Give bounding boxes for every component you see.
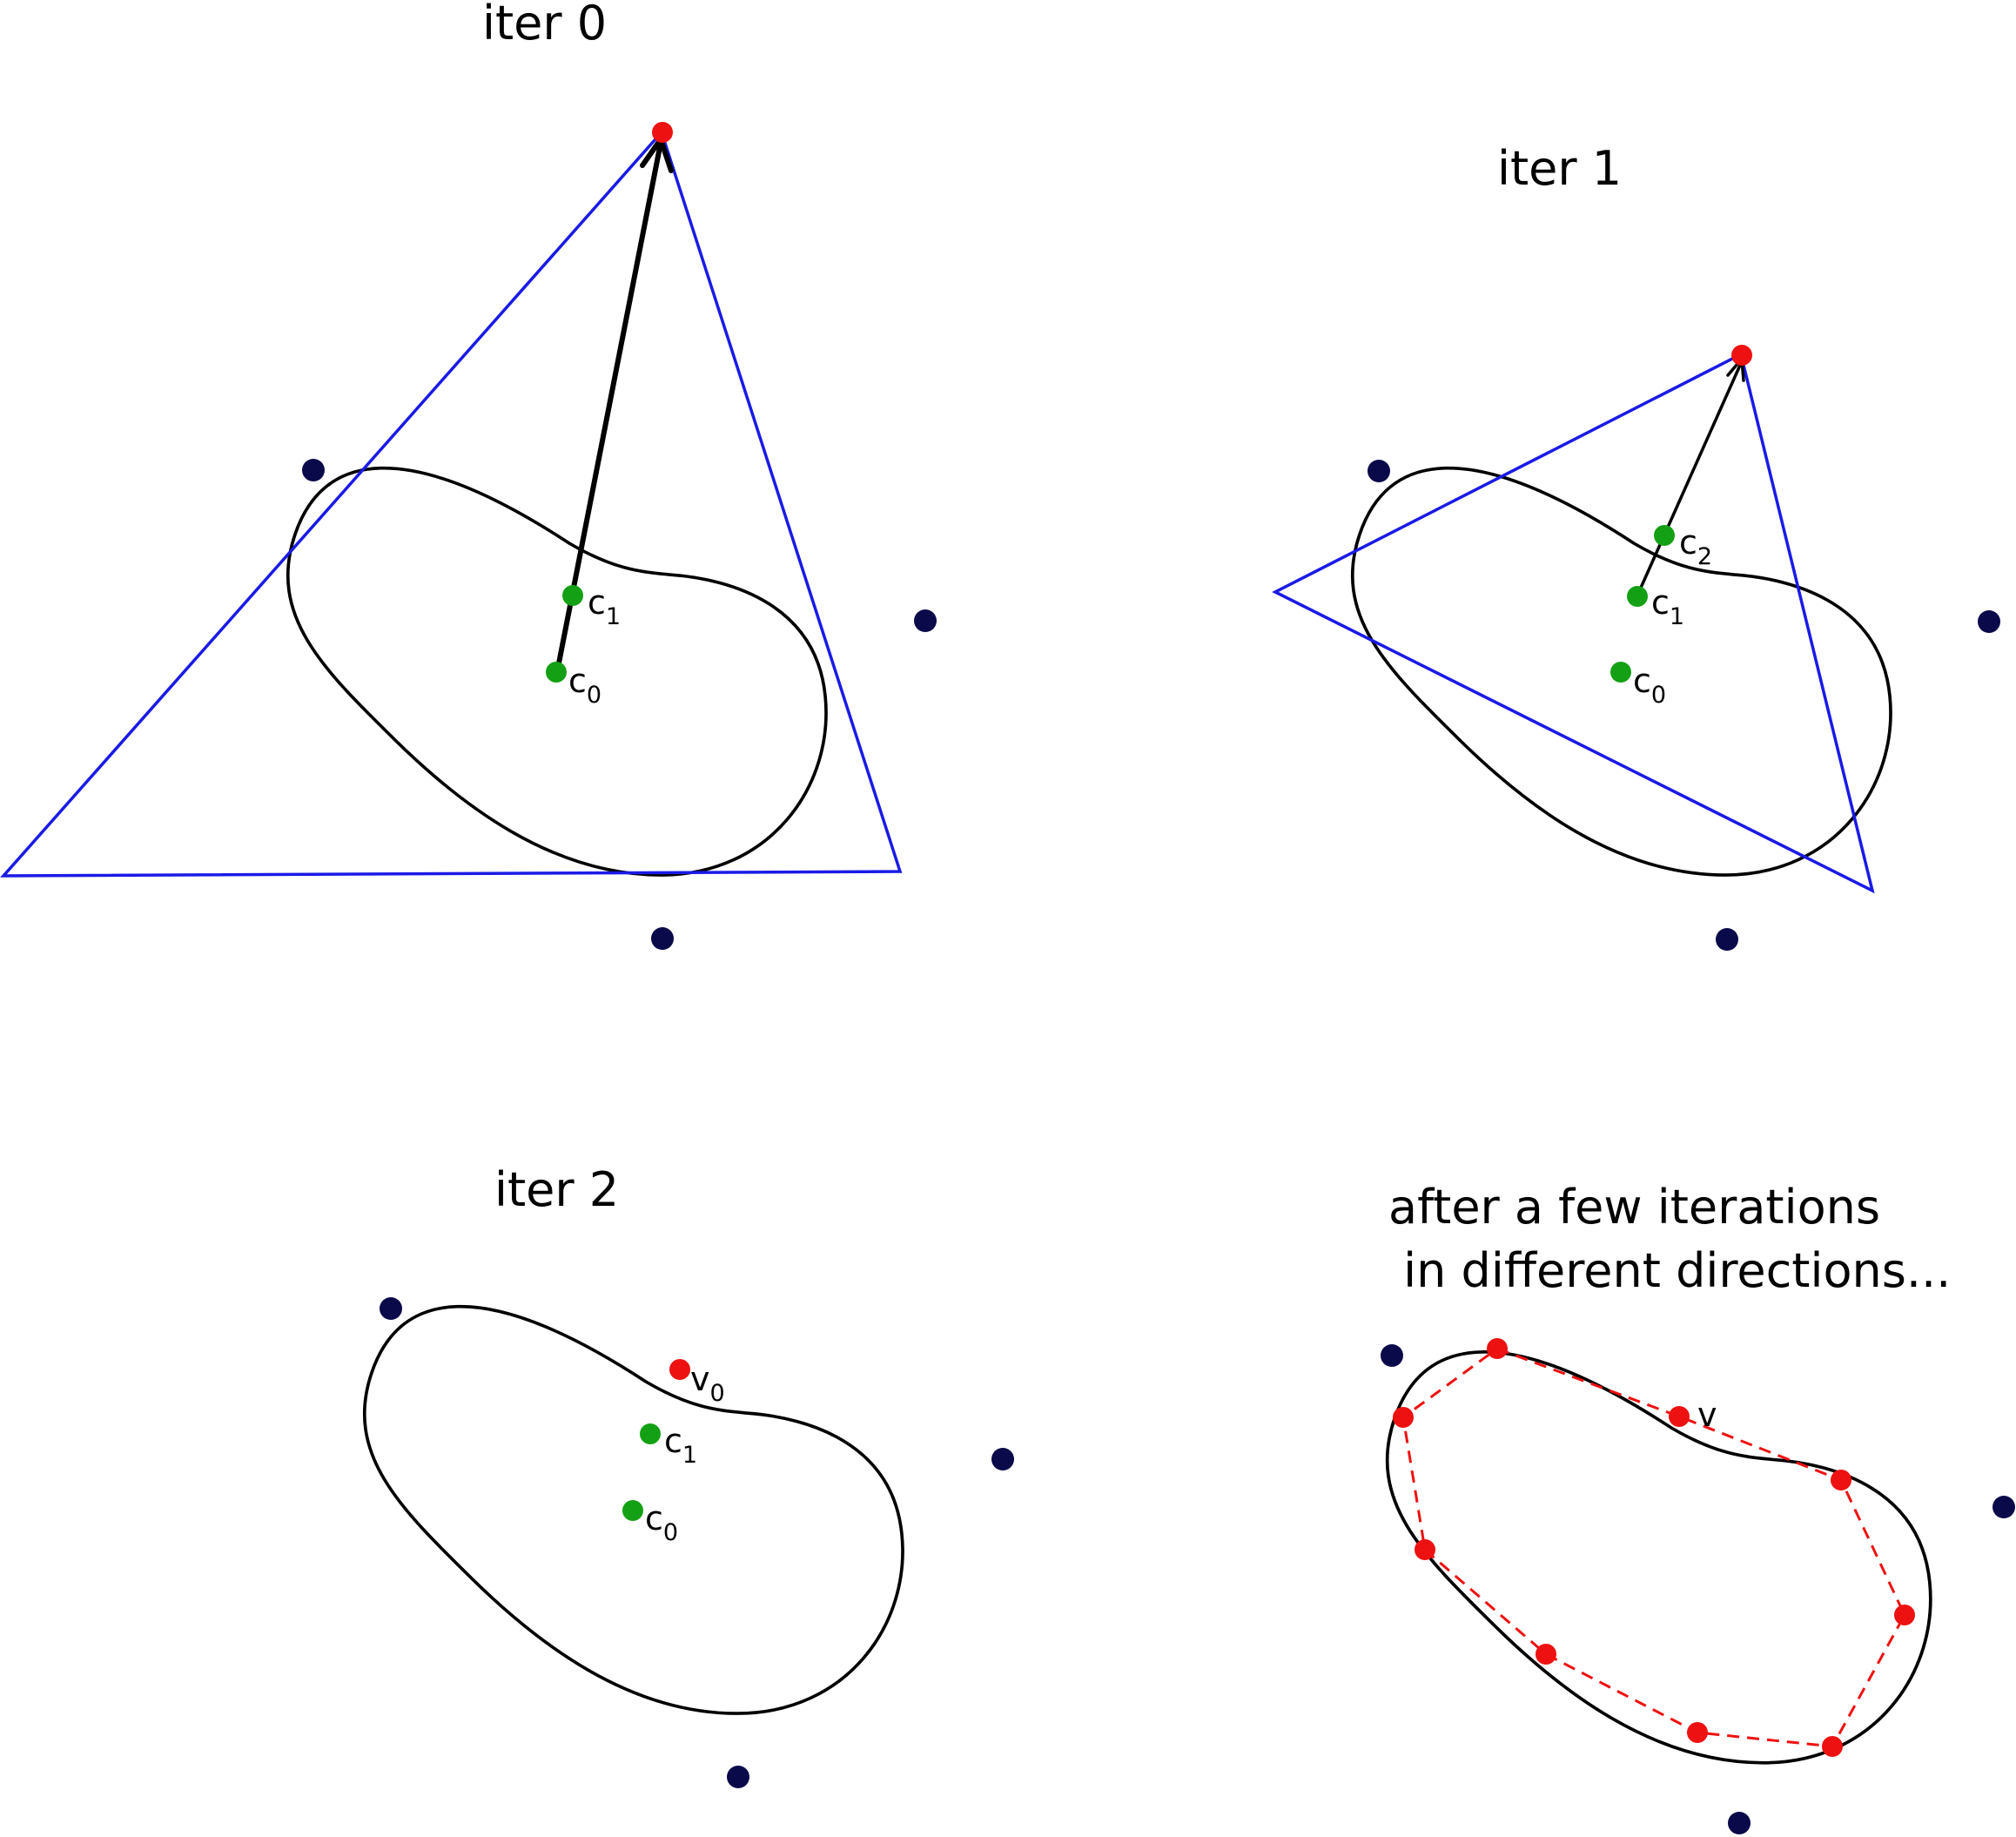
hull-vertex xyxy=(1487,1338,1508,1359)
hull-vertex xyxy=(1687,1722,1708,1743)
outer-point xyxy=(1368,460,1390,482)
label-v0: v0 xyxy=(690,1360,725,1407)
hull-vertex xyxy=(1822,1736,1843,1757)
convex-body-curve xyxy=(1385,1349,1932,1765)
selected-vertex xyxy=(652,122,673,143)
center-point-c0 xyxy=(622,1500,643,1521)
outer-point xyxy=(380,1297,402,1320)
panel-final: after a few iterations in different dire… xyxy=(1381,1180,2015,1834)
label-c0: c0 xyxy=(645,1499,678,1546)
panel-title-iter-0: iter 0 xyxy=(482,0,607,50)
center-point-c0 xyxy=(1610,662,1631,683)
outer-point xyxy=(1992,1496,2015,1518)
label-c1: c1 xyxy=(664,1422,697,1469)
search-direction-arrow xyxy=(554,140,663,675)
outer-point xyxy=(1381,1344,1403,1367)
center-point-c2 xyxy=(1654,525,1675,546)
panel-iter-0: iter 0 c1 c0 xyxy=(0,0,937,950)
label-c1: c1 xyxy=(588,583,621,630)
bounding-triangle xyxy=(1272,352,1875,894)
panel-title-final-line-2: in different directions... xyxy=(1388,1243,1951,1298)
hull-vertex xyxy=(1894,1605,1915,1625)
label-c2: c2 xyxy=(1679,523,1712,570)
inner-approximation-hull xyxy=(1401,1347,1906,1748)
search-direction-arrow xyxy=(1636,360,1744,597)
panel-title-final-line-1: after a few iterations xyxy=(1388,1180,1880,1235)
outer-point xyxy=(651,927,674,950)
panel-iter-1: iter 1 c2 c1 c0 xyxy=(1272,141,2000,951)
bounding-triangle xyxy=(0,129,903,878)
center-point-c1 xyxy=(640,1423,661,1444)
hull-vertex-v xyxy=(1669,1406,1690,1427)
panel-title-iter-1: iter 1 xyxy=(1497,141,1622,196)
center-point-c1 xyxy=(1627,586,1648,607)
outer-point xyxy=(1716,928,1738,951)
selected-vertex xyxy=(1731,345,1752,366)
hull-vertex xyxy=(1536,1644,1556,1665)
outer-point xyxy=(1728,1812,1751,1834)
hull-vertex xyxy=(1831,1470,1851,1490)
panel-title-iter-2: iter 2 xyxy=(494,1162,619,1217)
outer-point xyxy=(914,609,937,632)
panel-iter-2: iter 2 v0 c1 c0 xyxy=(362,1162,1014,1788)
outer-point xyxy=(1978,610,2000,633)
hull-vertex xyxy=(1415,1539,1435,1560)
center-point-c1 xyxy=(562,585,583,606)
hull-vertex xyxy=(1393,1407,1414,1428)
vertex-v0 xyxy=(669,1359,690,1380)
label-c0: c0 xyxy=(1633,662,1666,709)
outer-point xyxy=(727,1766,749,1788)
label-c0: c0 xyxy=(568,662,601,709)
outer-point xyxy=(302,459,325,481)
outer-point xyxy=(991,1448,1014,1470)
label-v: v xyxy=(1697,1396,1717,1434)
label-c1: c1 xyxy=(1651,583,1684,630)
center-point-c0 xyxy=(546,662,567,683)
